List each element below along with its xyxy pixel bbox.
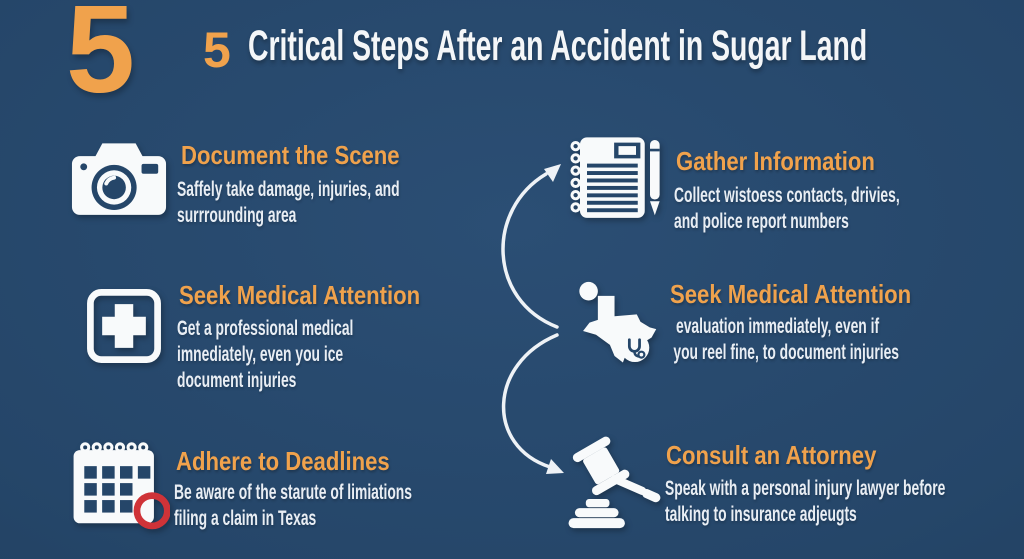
step-body-line: filing a claim in Texas [174, 507, 317, 530]
small-number: 5 [203, 22, 231, 78]
step-body-line: Collect wistoess contacts, drivies, [674, 184, 900, 207]
step-body-line: Saffely take damage, injuries, and [177, 178, 400, 201]
medical-cross-icon [82, 281, 166, 371]
step-body: Collect wistoess contacts, drivies, and … [674, 183, 900, 235]
calendar-deadline-icon [70, 437, 170, 531]
step-heading: Adhere to Deadlines [176, 446, 390, 476]
step-body: Speak with a personal injury lawyer befo… [665, 476, 945, 528]
step-body-line: talking to insurance adjeugts [665, 503, 857, 526]
step-body-line: evaluation immediately, even if [676, 315, 880, 338]
step-heading: Seek Medical Attention [670, 279, 912, 309]
step-body-line: Speak with a personal injury lawyer befo… [665, 477, 946, 500]
step-body-line: surrrounding area [177, 204, 297, 227]
notebook-pen-icon [566, 130, 664, 227]
big-number: 5 [66, 0, 135, 119]
step-body: evaluation immediately, even if you reel… [673, 314, 900, 366]
flow-arrow-top-head [544, 164, 561, 182]
step-body-line: and police report numbers [674, 210, 849, 233]
camera-icon [70, 137, 168, 232]
step-body-line: document injuries [177, 369, 297, 392]
step-body-line: Be aware of the starute of limiations [174, 481, 412, 504]
texas-medical-icon [563, 281, 667, 369]
step-body: Be aware of the starute of limiations fi… [174, 480, 412, 532]
step-heading: Seek Medical Attention [179, 280, 421, 310]
step-heading: Gather Information [676, 146, 875, 176]
flow-arrow-bottom [501, 333, 559, 469]
step-body: Saffely take damage, injuries, and surrr… [177, 177, 400, 229]
gavel-icon [564, 436, 664, 533]
step-heading: Consult an Attorney [666, 440, 877, 470]
step-body-line: imnediately, even you ice [177, 343, 344, 366]
step-body-line: you reel fine, to document injuries [673, 341, 900, 364]
step-body: Get a professional medical imnediately, … [177, 316, 353, 394]
step-heading: Document the Scene [181, 140, 400, 170]
step-body-line: Get a professional medical [177, 317, 354, 340]
flow-arrow-bottom-head [546, 459, 564, 474]
page-title: Critical Steps After an Accident in Suga… [248, 22, 868, 70]
flow-arrow-top [501, 172, 559, 329]
